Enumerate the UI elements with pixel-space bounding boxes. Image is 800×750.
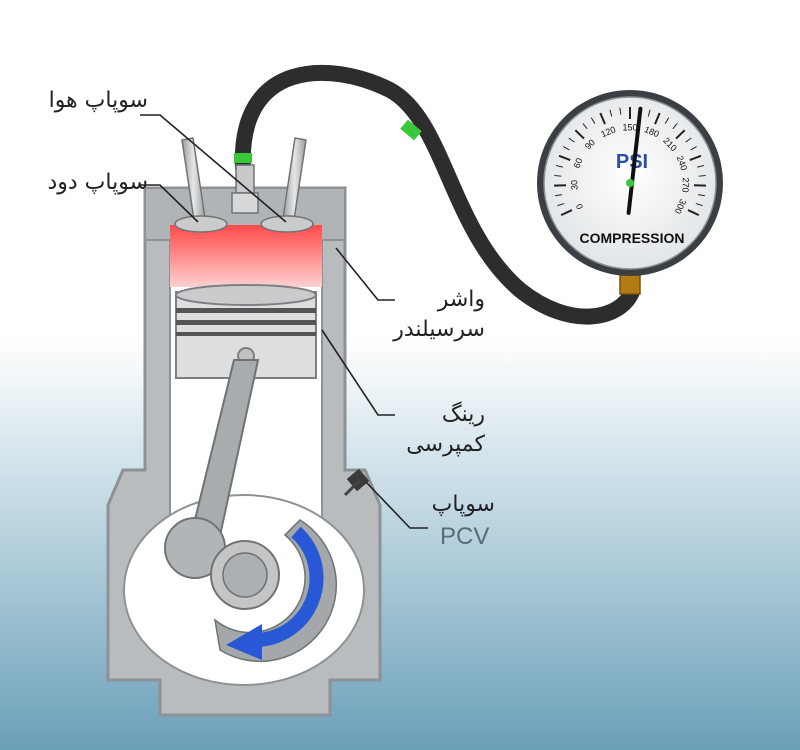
leader-lines <box>140 114 428 529</box>
gauge-tick <box>582 123 588 130</box>
gauge-tick <box>695 203 703 207</box>
gauge-tick <box>599 112 606 125</box>
gauge-tick <box>672 123 678 130</box>
spark-plug-adapter <box>231 164 259 214</box>
gauge-tick <box>555 164 563 168</box>
pcv-valve <box>343 468 370 497</box>
compression-ring-leader <box>321 329 395 416</box>
test-hose <box>234 64 640 325</box>
pcv-valve-label-line2: PCV <box>440 523 490 550</box>
pcv-valve-label: سوپاپ <box>432 490 495 520</box>
exhaust-valve-leader <box>140 184 199 223</box>
gauge-tick <box>647 109 651 117</box>
rotation-arrow <box>226 526 324 660</box>
gauge-needle-hub <box>626 179 634 187</box>
pcv-valve-label-line1: سوپاپ <box>431 492 495 517</box>
exhaust-valve-label: سوپاپ دود <box>47 170 148 195</box>
gauge-tick <box>619 107 622 115</box>
gauge-tick <box>654 112 661 125</box>
hose-band-lower <box>234 153 252 163</box>
gauge-needle <box>626 106 643 215</box>
pcv-valve-leader <box>365 481 428 529</box>
gauge-tick <box>590 117 596 124</box>
compression-ring-label-line2: کمپرسی <box>406 432 485 457</box>
intake-valve-leader <box>140 114 287 223</box>
gauge-tick <box>609 109 613 117</box>
gauge-unit-label: PSI <box>616 151 648 173</box>
gauge-tick <box>554 174 562 177</box>
gauge-tick <box>697 194 706 197</box>
intake-valve-label: سوپاپ هوا <box>48 88 148 113</box>
head-gasket-leader <box>335 247 395 301</box>
head-gasket-label-line2: سرسیلندر <box>393 317 485 342</box>
gauge-tick <box>689 154 702 161</box>
gauge-tick <box>568 137 575 143</box>
gauge-tick <box>690 146 697 151</box>
head-gasket-label: واشر سرسیلندر <box>393 285 485 345</box>
gauge-tick <box>560 209 573 217</box>
gauge-tick-label: 30 <box>569 180 579 190</box>
compression-ring-label: رینگ کمپرسی <box>406 400 485 460</box>
gauge-tick-label: 60 <box>572 157 585 170</box>
compression-ring-label-line1: رینگ <box>441 402 485 427</box>
gauge-tick-label: 270 <box>680 177 691 192</box>
gauge-tick-label: 0 <box>574 202 585 211</box>
gauge-tick <box>557 203 565 207</box>
gauge-tick <box>563 146 570 151</box>
gauge-tick-label: 150 <box>622 122 637 132</box>
gauge-tick <box>697 164 705 168</box>
gauge-tick <box>664 117 670 124</box>
gauge-caption: COMPRESSION <box>579 230 684 246</box>
head-gasket-label-line1: واشر <box>437 287 485 312</box>
gauge-tick <box>698 174 706 177</box>
intake-valve <box>260 137 314 233</box>
gauge-tick <box>554 194 563 197</box>
exhaust-valve <box>174 137 228 233</box>
hose-band-upper <box>400 119 422 141</box>
gauge-tick <box>675 129 686 140</box>
gauge-tick <box>685 137 692 143</box>
combustion-chamber <box>170 225 322 287</box>
gauge-tick <box>574 129 585 140</box>
gauge-tick <box>558 154 571 161</box>
gauge-tick <box>687 209 700 217</box>
gauge-tick-label: 90 <box>583 137 597 151</box>
